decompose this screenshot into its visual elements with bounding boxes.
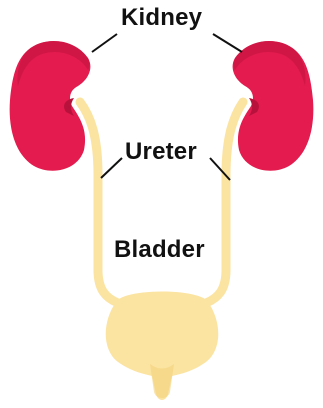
right-ureter: [206, 102, 243, 303]
left-ureter: [80, 102, 118, 303]
ureter-label: Ureter: [125, 138, 197, 166]
bladder-organ: [106, 292, 219, 401]
kidney-pointer-right: [213, 34, 242, 52]
kidney-pointer-left: [92, 34, 117, 52]
bladder-label: Bladder: [114, 236, 205, 264]
kidney-label: Kidney: [121, 4, 202, 32]
ureter-pointer-left: [101, 158, 122, 178]
